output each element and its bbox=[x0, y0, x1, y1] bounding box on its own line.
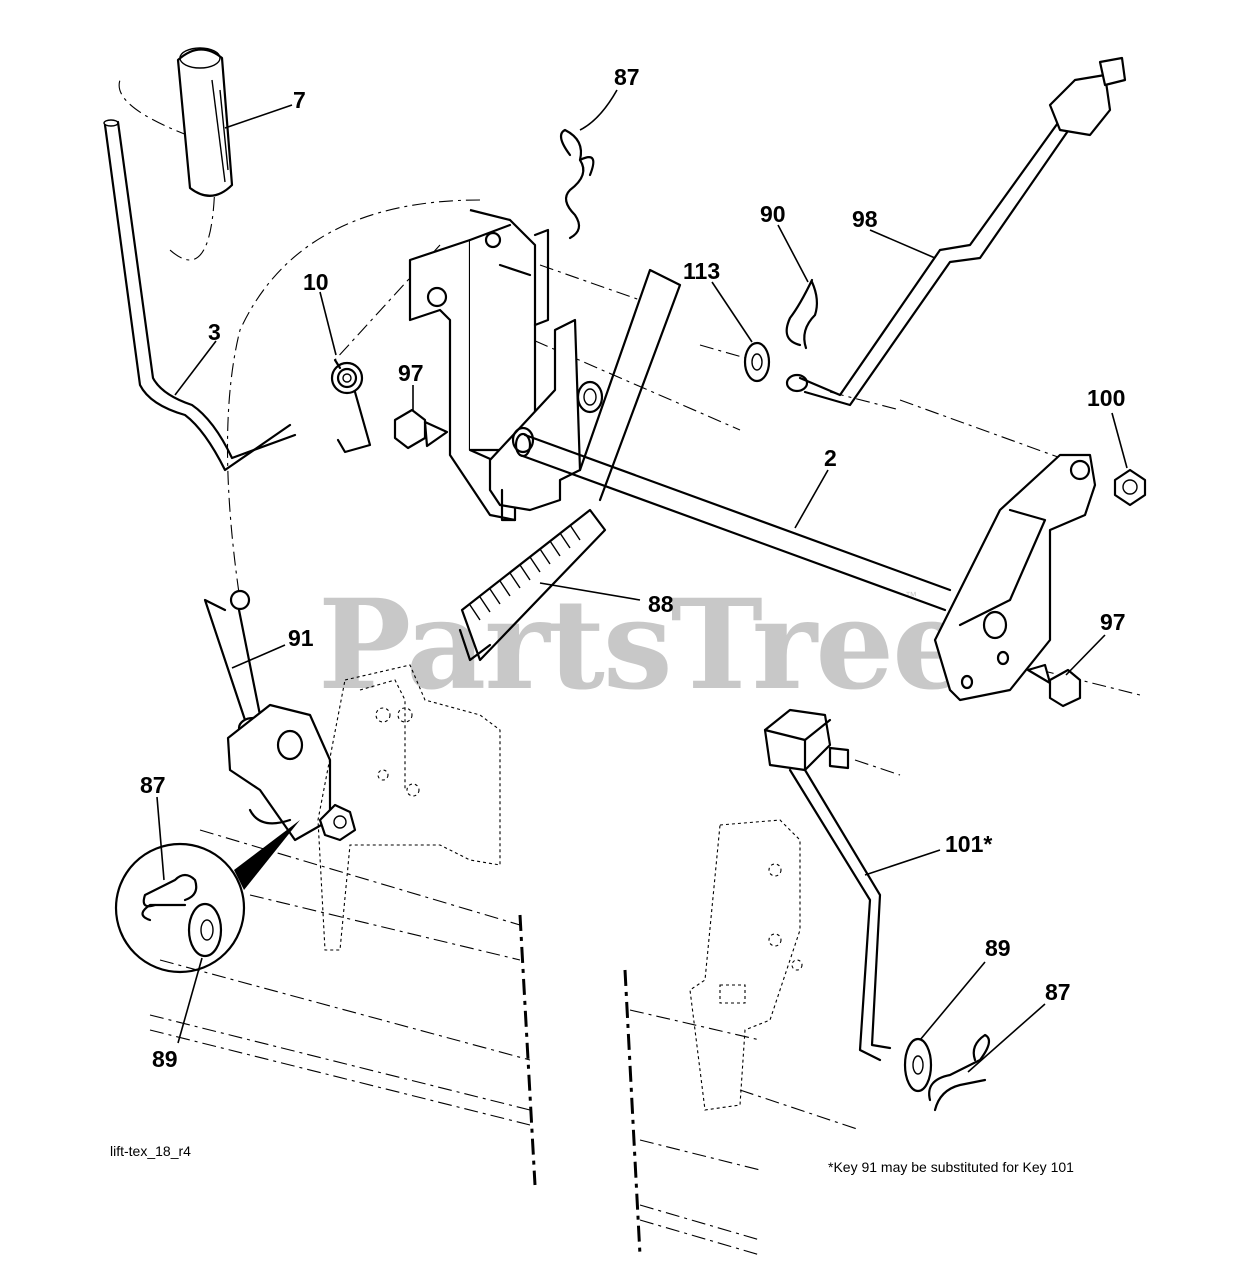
callout-10: 10 bbox=[303, 269, 329, 295]
part-97-bolt-right[interactable] bbox=[1026, 663, 1082, 708]
leader-89-left bbox=[177, 957, 203, 1044]
callout-87-top: 87 bbox=[614, 64, 640, 90]
leader-90 bbox=[777, 224, 809, 283]
leader-2 bbox=[794, 469, 829, 529]
callout-labels: 7 3 10 87 97 90 98 113 100 2 88 97 91 87… bbox=[140, 64, 1126, 1072]
inner-bracket[interactable] bbox=[488, 318, 604, 522]
part-7-handle-grip[interactable] bbox=[176, 47, 234, 197]
callout-90: 90 bbox=[760, 201, 786, 227]
footnote: *Key 91 may be substituted for Key 101 bbox=[828, 1159, 1074, 1175]
callout-113: 113 bbox=[683, 258, 720, 284]
leader-7 bbox=[224, 104, 293, 129]
leader-91 bbox=[231, 644, 286, 669]
leader-87-top bbox=[579, 89, 618, 131]
callout-91: 91 bbox=[288, 625, 314, 651]
part-90-hair-pin[interactable] bbox=[785, 278, 819, 350]
leader-97-right bbox=[1065, 634, 1106, 676]
part-10-torsion-spring[interactable] bbox=[330, 358, 372, 454]
callout-101: 101* bbox=[945, 831, 992, 857]
lift-arm-left[interactable] bbox=[226, 703, 357, 842]
leader-101 bbox=[864, 849, 941, 876]
callout-2: 2 bbox=[824, 445, 837, 471]
leader-88 bbox=[539, 582, 641, 601]
callout-7: 7 bbox=[293, 87, 306, 113]
ghost-frame bbox=[149, 829, 861, 1256]
deck-hanger-right bbox=[689, 819, 803, 1111]
callout-3: 3 bbox=[208, 319, 221, 345]
part-98-adjustment-rod[interactable] bbox=[785, 56, 1127, 407]
part-97-bolt-left[interactable] bbox=[393, 408, 449, 450]
callout-88: 88 bbox=[648, 591, 674, 617]
callout-97-right: 97 bbox=[1100, 609, 1126, 635]
part-87-clip-left[interactable] bbox=[141, 873, 198, 922]
callout-89-right: 89 bbox=[985, 935, 1011, 961]
leader-89-right bbox=[919, 961, 986, 1041]
detail-circle bbox=[114, 820, 300, 974]
watermark: PartsTree ™ bbox=[318, 573, 971, 718]
part-89-washer-right[interactable] bbox=[903, 1037, 933, 1093]
leader-10 bbox=[319, 291, 337, 356]
callout-100: 100 bbox=[1087, 385, 1125, 411]
deck-hanger-left bbox=[317, 664, 501, 951]
part-3-lift-lever[interactable] bbox=[103, 119, 297, 472]
part-101-lift-link[interactable] bbox=[763, 708, 892, 1062]
drawing-id: lift-tex_18_r4 bbox=[110, 1143, 191, 1159]
callout-98: 98 bbox=[852, 206, 878, 232]
leader-87-left bbox=[156, 796, 165, 881]
callout-89-left: 89 bbox=[152, 1046, 178, 1072]
pivot-bracket-left[interactable] bbox=[408, 208, 550, 522]
lift-arm-plate-right[interactable] bbox=[933, 453, 1097, 702]
part-2-lift-shaft[interactable] bbox=[514, 432, 952, 612]
leader-lines bbox=[156, 89, 1128, 1073]
leader-87-right bbox=[967, 1003, 1046, 1073]
part-100-nut[interactable] bbox=[1113, 468, 1147, 507]
watermark-text: PartsTree bbox=[318, 573, 969, 718]
leader-3 bbox=[174, 340, 217, 396]
part-87-clip-top[interactable] bbox=[559, 128, 595, 240]
leader-100 bbox=[1111, 412, 1128, 469]
callout-87-right: 87 bbox=[1045, 979, 1071, 1005]
leader-98 bbox=[869, 229, 936, 259]
leader-113 bbox=[711, 281, 753, 343]
callout-87-left: 87 bbox=[140, 772, 166, 798]
callout-97-left: 97 bbox=[398, 360, 424, 386]
part-87-clip-right[interactable] bbox=[928, 1033, 991, 1112]
part-113-washer[interactable] bbox=[743, 341, 771, 383]
part-88-extension-spring[interactable] bbox=[458, 268, 682, 662]
part-89-washer-left[interactable] bbox=[187, 902, 223, 958]
